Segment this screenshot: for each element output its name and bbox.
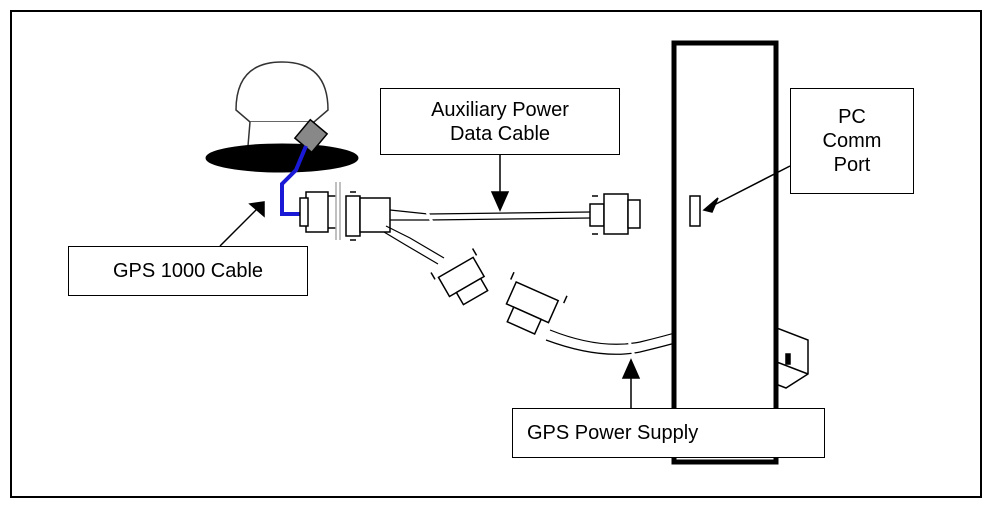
gps-antenna-icon [205, 61, 359, 173]
aux-data-cable [389, 209, 591, 223]
gps-cable-label-text: GPS 1000 Cable [112, 260, 264, 282]
gps-power-label: GPS Power Supply [512, 408, 825, 458]
pc-label-line3: Port [833, 154, 871, 176]
aux-label-line1: Auxiliary Power [431, 98, 569, 121]
aux-cable-label: Auxiliary Power Data Cable [380, 88, 620, 155]
aux-branch-cable [383, 225, 445, 265]
power-supply-connector [505, 271, 568, 335]
gps-cable-label: GPS 1000 Cable [68, 246, 308, 296]
pc-comm-port-icon [689, 195, 701, 227]
arrow-power-supply [621, 358, 641, 408]
gps-cable-connector [299, 182, 337, 240]
outer-frame [10, 10, 982, 498]
pc-tower [671, 40, 779, 465]
pc-label-line2: Comm [822, 130, 882, 152]
gps-power-label-text: GPS Power Supply [527, 422, 699, 444]
branch-connector [430, 248, 489, 306]
arrow-pc-port [702, 165, 791, 213]
gps-1000-cable-wire [280, 145, 308, 216]
pc-label-line1: PC [838, 106, 866, 128]
arrow-aux-cable [490, 155, 510, 212]
aux-label-line2: Data Cable [449, 122, 551, 145]
aux-cable-left-connector [339, 182, 391, 241]
aux-cable-right-connector [589, 193, 641, 235]
arrow-gps-cable [219, 201, 265, 247]
pc-comm-port-label: PC Comm Port [790, 88, 914, 194]
